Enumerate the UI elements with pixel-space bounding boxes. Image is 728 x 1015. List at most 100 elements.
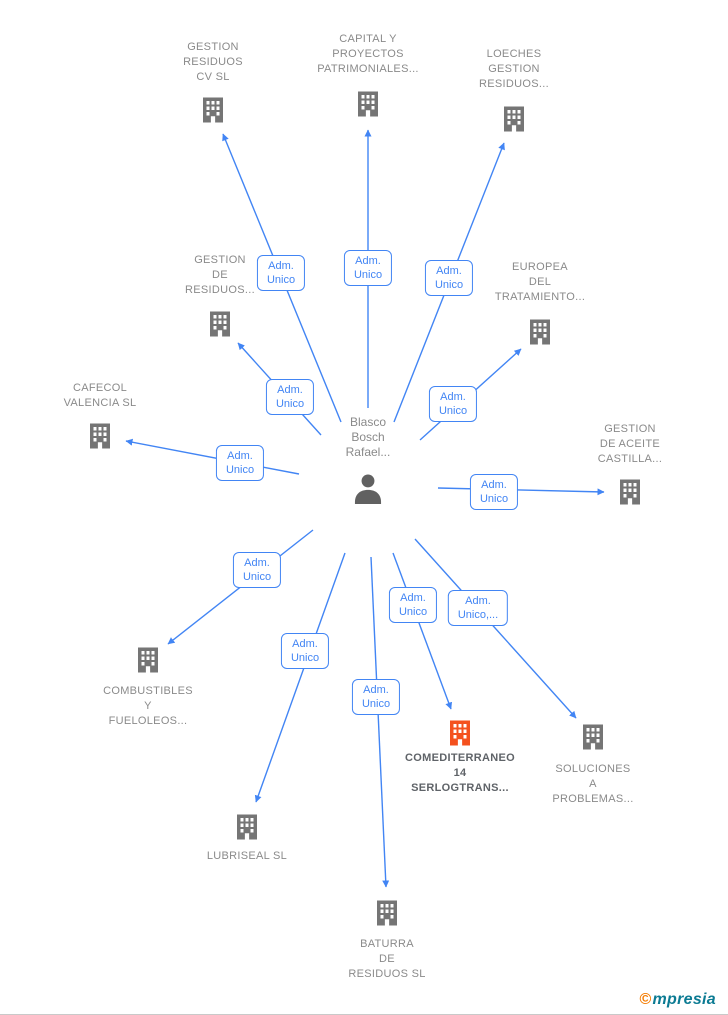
relationship-label-line: Unico xyxy=(266,274,296,286)
company-name-line: RESIDUOS xyxy=(183,56,243,68)
relationship-label-adm-unico[interactable]: Adm. Unico xyxy=(469,474,519,510)
relationship-label-adm-unico[interactable]: Adm.Unico xyxy=(215,445,265,481)
relationship-label-line: Adm. xyxy=(277,384,303,396)
empresia-logo[interactable]: ©mpresia xyxy=(639,991,716,1009)
company-name: COMBUSTIBLES Y FUELOLEOS... xyxy=(73,684,223,729)
company-name-line: GESTION xyxy=(604,423,656,435)
building-icon xyxy=(205,309,235,339)
company-name-line: Y xyxy=(144,700,152,712)
person-name-line: Bosch xyxy=(351,430,385,444)
relationship-arrow xyxy=(392,552,453,710)
company-name-line: 14 xyxy=(453,767,467,779)
relationship-label-adm-unico[interactable]: Adm.Unico xyxy=(351,679,401,715)
company-name-line: DE xyxy=(379,953,395,965)
relationship-label-line: Adm. xyxy=(481,479,507,491)
building-icon xyxy=(353,89,383,119)
relationship-label-line: Adm. xyxy=(465,595,491,607)
building-icon xyxy=(445,718,475,748)
company-name-line: GESTION xyxy=(488,63,540,75)
building-icon xyxy=(133,645,163,675)
relationship-label-adm-unico[interactable]: Adm. Unico xyxy=(256,255,306,291)
relationship-label-adm-unico[interactable]: Adm. Unico xyxy=(343,250,393,286)
relationship-label-line: Adm. xyxy=(400,592,426,604)
relationship-label-line: Adm. xyxy=(363,684,389,696)
person-name: Blasco Bosch Rafael... xyxy=(308,415,428,460)
company-name: LUBRISEAL SL xyxy=(172,849,322,864)
company-name-line: LUBRISEAL SL xyxy=(206,850,288,862)
company-name-line: DE xyxy=(212,269,228,281)
company-name: BATURRA DE RESIDUOS SL xyxy=(312,937,462,982)
company-name-line: CASTILLA... xyxy=(597,453,663,465)
company-name-line: CAFECOL xyxy=(72,382,128,394)
company-name-line: COMEDITERRANEO xyxy=(405,752,515,764)
company-name-line: PROYECTOS xyxy=(332,48,404,60)
relationship-arrow xyxy=(414,538,577,719)
relationship-label-line: Adm. xyxy=(355,255,381,267)
relationship-label-adm-unico[interactable]: Adm. Unico xyxy=(232,552,282,588)
company-name: GESTION RESIDUOS CV SL xyxy=(138,40,288,85)
relationship-label-adm-unico[interactable]: Adm.Unico xyxy=(428,386,478,422)
company-name-line: DE ACEITE xyxy=(599,438,661,450)
company-name-line: EUROPEA xyxy=(512,261,568,273)
company-name-line: PATRIMONIALES... xyxy=(317,63,419,75)
person-name-line: Rafael... xyxy=(345,445,391,459)
company-name-line: VALENCIA SL xyxy=(63,397,137,409)
empresia-logo-text: mpresia xyxy=(652,991,716,1008)
relationship-label-line: Unico xyxy=(275,398,305,410)
person-name-line: Blasco xyxy=(349,415,387,429)
relationship-arrow xyxy=(370,556,390,888)
company-name: GESTION DE RESIDUOS... xyxy=(145,253,295,298)
company-name-line: COMBUSTIBLES xyxy=(103,685,193,697)
relationship-label-line: Adm. xyxy=(268,260,294,272)
company-name-line: BATURRA xyxy=(360,938,414,950)
relationship-arrow xyxy=(254,552,346,803)
relationship-label-line: Unico xyxy=(398,606,428,618)
company-name-line: LOECHES xyxy=(486,48,542,60)
company-name-line: RESIDUOS... xyxy=(185,284,255,296)
company-name-line: CV SL xyxy=(196,71,230,83)
relationship-label-adm-unico[interactable]: Adm.Unico xyxy=(424,260,474,296)
relationship-label-line: Adm. xyxy=(227,450,253,462)
company-name-line: DEL xyxy=(528,276,552,288)
relationship-label-line: Unico xyxy=(242,571,272,583)
building-icon xyxy=(372,898,402,928)
relationship-label-adm-unico[interactable]: Adm.Unico xyxy=(280,633,330,669)
relationship-label-line: Unico xyxy=(438,405,468,417)
company-name: CAFECOL VALENCIA SL xyxy=(25,381,175,411)
relationship-label-line: Unico xyxy=(353,269,383,281)
company-name-line: RESIDUOS SL xyxy=(348,968,426,980)
company-name-line: SERLOGTRANS... xyxy=(411,782,509,794)
copyright-icon: © xyxy=(639,991,652,1008)
company-name-line: RESIDUOS... xyxy=(479,78,549,90)
relationship-label-adm-unico[interactable]: Adm. Unico xyxy=(388,587,438,623)
company-name-line: SOLUCIONES xyxy=(555,763,631,775)
relationship-label-line: Unico xyxy=(434,279,464,291)
building-icon xyxy=(499,104,529,134)
relationship-arrow xyxy=(437,487,605,496)
company-name: SOLUCIONES A PROBLEMAS... xyxy=(518,762,668,807)
company-name-line: TRATAMIENTO... xyxy=(494,291,586,303)
company-name: EUROPEA DEL TRATAMIENTO... xyxy=(465,260,615,305)
person-icon xyxy=(350,471,386,507)
relationship-arrow xyxy=(125,438,300,475)
building-icon xyxy=(525,317,555,347)
company-name-line: GESTION xyxy=(194,254,246,266)
relationship-label-line: Adm. xyxy=(292,638,318,650)
company-name-line: FUELOLEOS... xyxy=(108,715,188,727)
building-icon xyxy=(198,95,228,125)
company-name: GESTION DE ACEITE CASTILLA... xyxy=(555,422,705,467)
building-icon xyxy=(578,722,608,752)
company-name-line: A xyxy=(589,778,597,790)
relationship-label-adm-unico[interactable]: Adm.Unico,... xyxy=(447,590,509,626)
relationship-label-adm-unico[interactable]: Adm. Unico xyxy=(265,379,315,415)
building-icon xyxy=(232,812,262,842)
company-name-line: PROBLEMAS... xyxy=(552,793,634,805)
company-name-line: GESTION xyxy=(187,41,239,53)
building-icon xyxy=(615,477,645,507)
relationship-label-line: Adm. xyxy=(244,557,270,569)
relationship-label-line: Unico xyxy=(479,493,509,505)
